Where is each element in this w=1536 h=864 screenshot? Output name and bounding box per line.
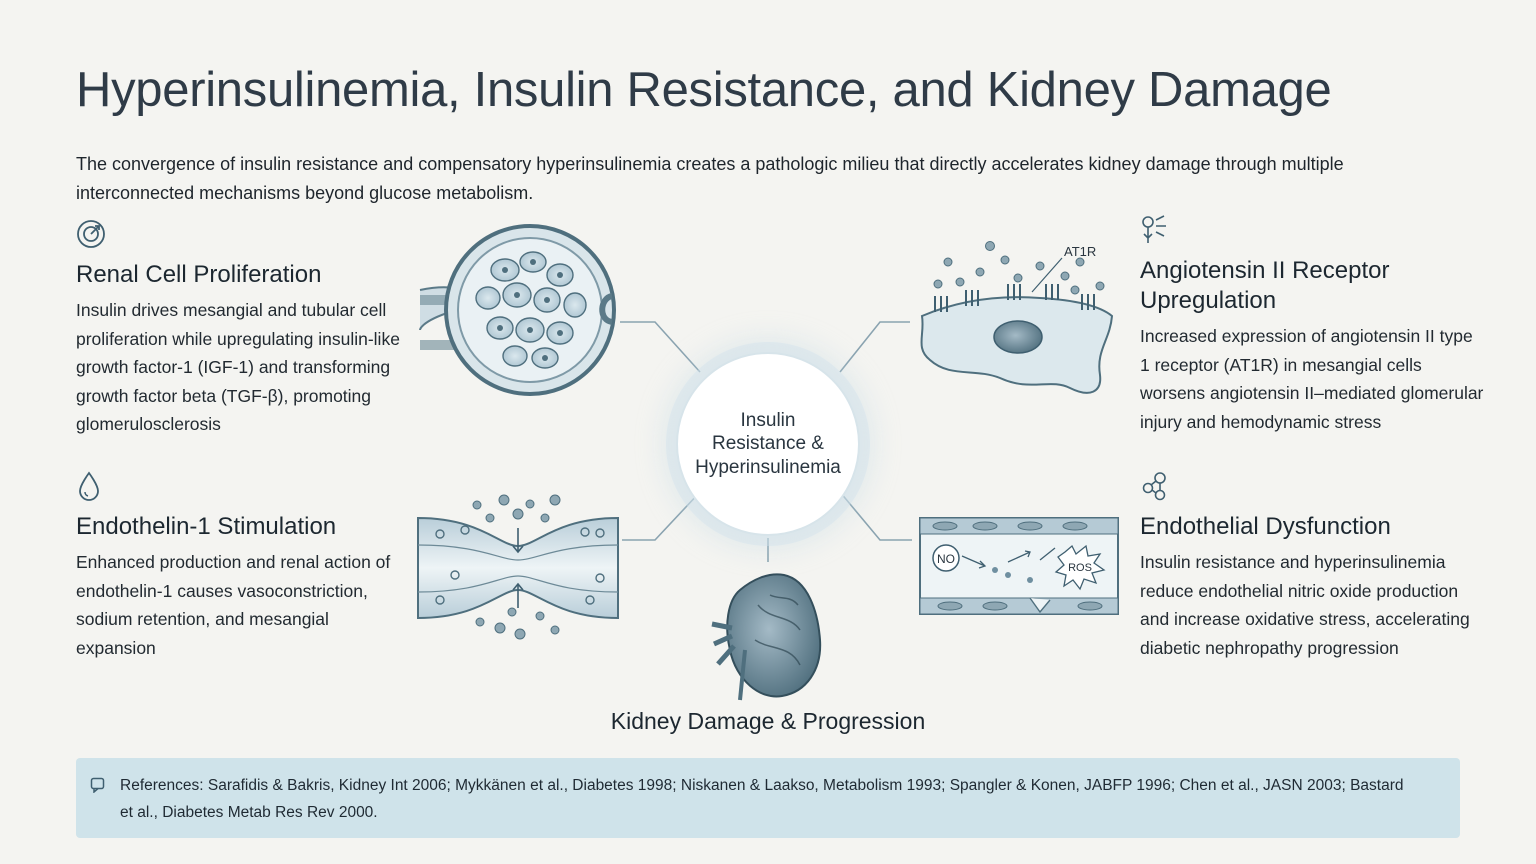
intro-paragraph: The convergence of insulin resistance an… xyxy=(76,154,1344,203)
section-body: Insulin drives mesangial and tubular cel… xyxy=(76,300,400,434)
kidney-damage-label: Kidney Damage & Progression xyxy=(610,708,926,734)
section-endothelial-dysfunction: Endothelial Dysfunction Insulin resistan… xyxy=(1140,470,1485,662)
hub-label: Insulin Resistance & Hyperinsulinemia xyxy=(695,409,841,478)
section-renal-cell-proliferation: Renal Cell Proliferation Insulin drives … xyxy=(76,218,411,439)
mesangial-cell-receptor-illustration: AT1R xyxy=(920,241,1114,394)
target-cell-icon xyxy=(77,220,105,248)
glomerulus-illustration xyxy=(419,224,616,396)
connector-lines xyxy=(620,321,912,562)
at1r-label: AT1R xyxy=(1064,244,1096,259)
section-body: Increased expression of angiotensin II t… xyxy=(1140,326,1484,432)
references-text: References: Sarafidis & Bakris, Kidney I… xyxy=(120,777,1404,821)
kidney-illustration xyxy=(711,573,822,701)
ros-label: ROS xyxy=(1068,562,1092,574)
section-title: Endothelin-1 Stimulation xyxy=(76,513,337,540)
section-body: Enhanced production and renal action of … xyxy=(76,552,391,658)
molecule-network-icon xyxy=(1142,472,1166,501)
section-title: Angiotensin II Receptor Upregulation xyxy=(1140,257,1390,314)
constricted-vessel-illustration xyxy=(417,494,619,640)
central-hub: Insulin Resistance & Hyperinsulinemia xyxy=(676,352,860,536)
section-title: Endothelial Dysfunction xyxy=(1140,513,1391,540)
page-title: Hyperinsulinemia, Insulin Resistance, an… xyxy=(76,63,1332,117)
section-endothelin-1-stimulation: Endothelin-1 Stimulation Enhanced produc… xyxy=(76,470,411,662)
droplet-icon xyxy=(79,471,99,501)
section-body: Insulin resistance and hyperinsulinemia … xyxy=(1140,552,1470,658)
receptor-icon xyxy=(1142,215,1166,243)
endothelial-vessel-illustration: NO ROS xyxy=(919,517,1119,615)
references-panel: References: Sarafidis & Bakris, Kidney I… xyxy=(76,758,1460,838)
comment-icon xyxy=(90,777,105,793)
section-title: Renal Cell Proliferation xyxy=(76,261,322,288)
section-angiotensin-receptor: Angiotensin II Receptor Upregulation Inc… xyxy=(1140,214,1485,436)
no-label: NO xyxy=(937,552,955,566)
